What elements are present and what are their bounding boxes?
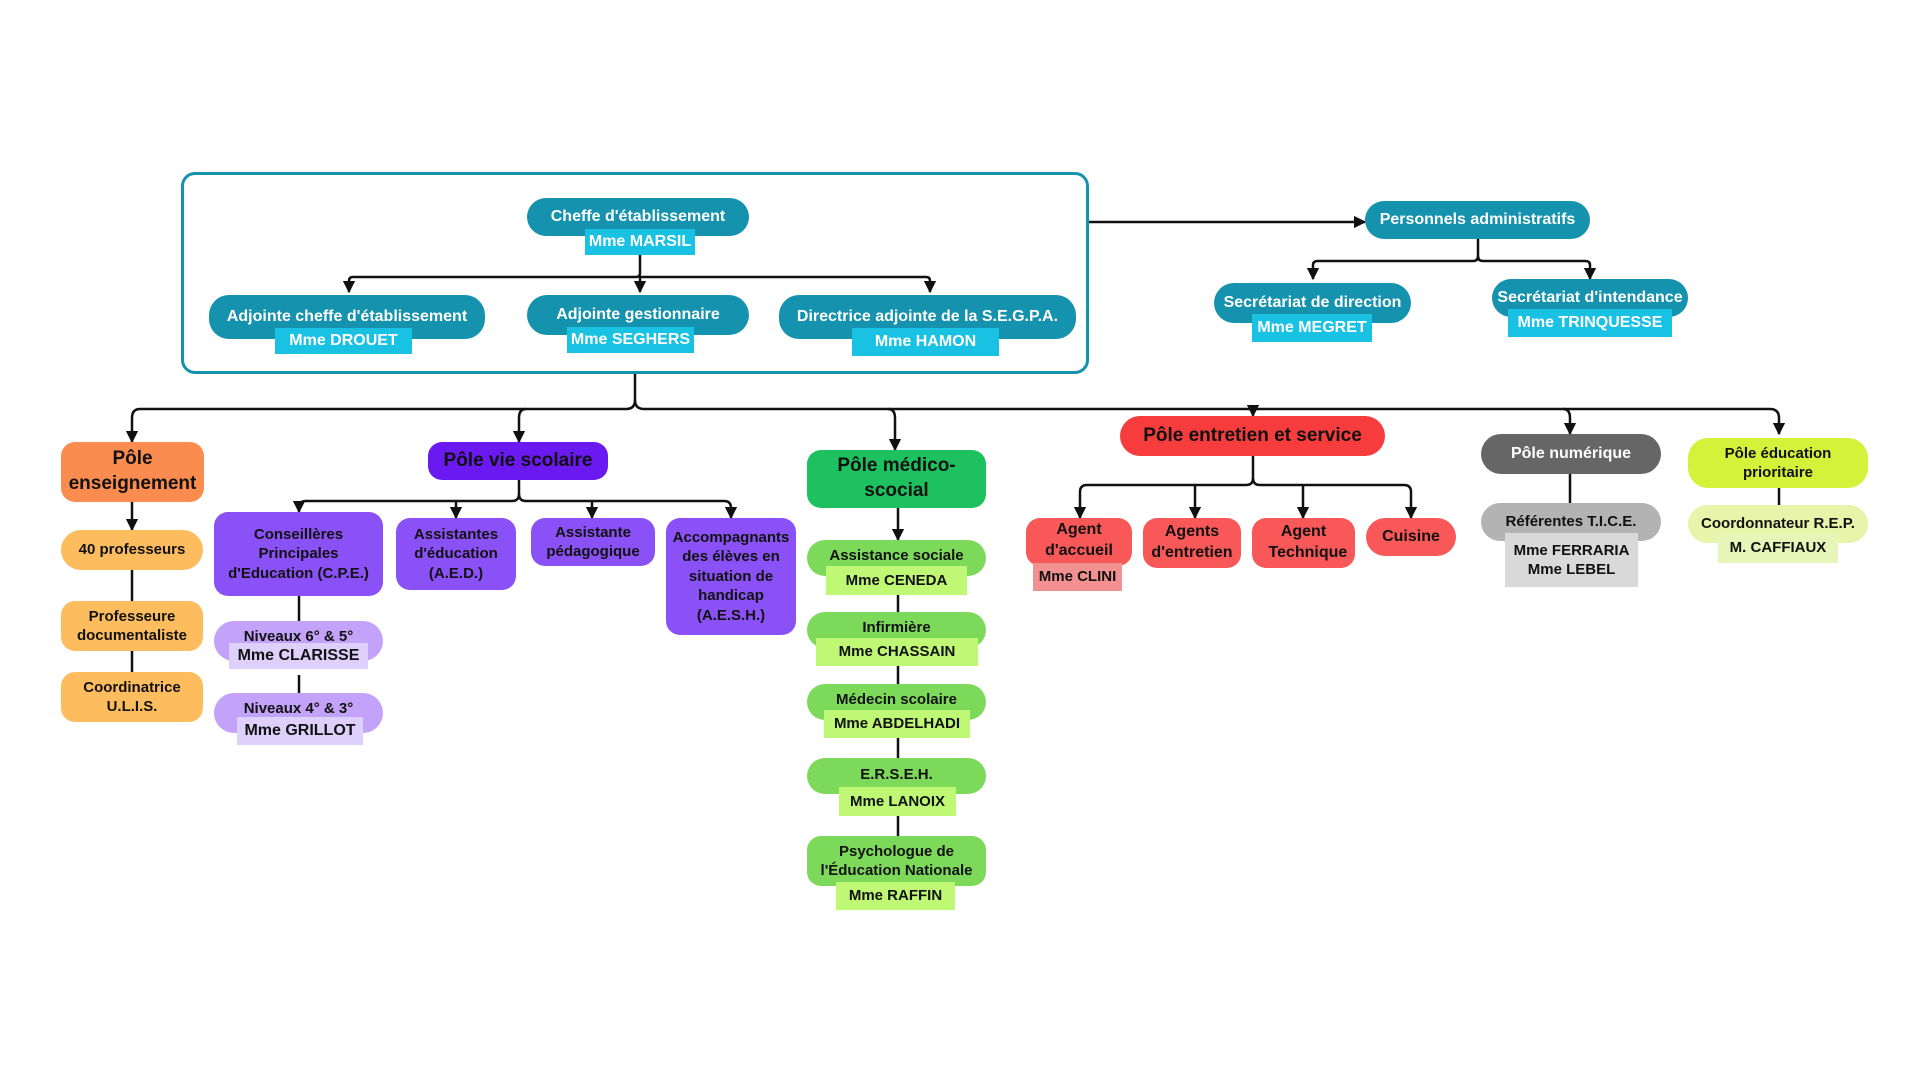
entretien-accueil-name: Mme CLINI (1033, 563, 1122, 591)
enseignement-item-profs: 40 professeurs (61, 530, 203, 570)
enseignement-item-documentaliste: Professeure documentaliste (61, 601, 203, 651)
secretariat-intendance-name: Mme TRINQUESSE (1508, 309, 1672, 337)
link-entretien-bus (1073, 456, 1255, 520)
secretariat-direction-name: Mme MEGRET (1252, 314, 1372, 342)
adjointe-title: Adjointe cheffe d'établissement (226, 307, 468, 325)
entretien-cuisine: Cuisine (1366, 518, 1456, 556)
chef-name: Mme MARSIL (585, 229, 695, 255)
tice-name: Mme FERRARIA (1513, 541, 1630, 559)
enseignement-item-label: Professeure documentaliste (76, 607, 188, 645)
vie-scolaire-pedagogique: Assistante pédagogique (531, 518, 655, 566)
cuisine-label: Cuisine (1382, 527, 1440, 545)
link-chef-adjointes (342, 255, 642, 294)
medico-erseh-name: Mme LANOIX (839, 787, 956, 816)
pedagogique-label: Assistante pédagogique (546, 523, 640, 561)
vie-scolaire-aesh: Accompagnants des élèves en situation de… (666, 518, 796, 635)
pole-numerique-title: Pôle numérique (1510, 444, 1632, 462)
medico-psychologue-name: Mme RAFFIN (836, 882, 955, 910)
agents-entretien-label: Agents d'entretien (1151, 523, 1233, 561)
link-bus-numerique (1562, 407, 1577, 436)
medico-assistance-sociale-name: Mme CENEDA (826, 566, 967, 595)
link-bus-enseignement (125, 399, 637, 444)
link-chef-segpa (640, 275, 937, 294)
technique-label: Agent Technique (1268, 523, 1348, 561)
cpe-label: Conseillères Principales d'Education (C.… (228, 525, 369, 582)
accueil-label: Agent d'accueil (1045, 521, 1113, 559)
niveaux-6-5-name: Mme CLARISSE (229, 643, 368, 669)
medico-infirmiere-name: Mme CHASSAIN (816, 638, 978, 666)
entretien-agents: Agents d'entretien (1143, 518, 1241, 568)
pole-vie-scolaire-title: Pôle vie scolaire (443, 449, 593, 471)
entretien-accueil: Agent d'accueil (1026, 518, 1132, 566)
gestionnaire-name: Mme SEGHERS (567, 327, 694, 353)
medico-medecin-name: Mme ABDELHADI (824, 710, 970, 738)
niveaux-4-3-name: Mme GRILLOT (237, 717, 363, 745)
pole-medico-social: Pôle médico-scocial (807, 450, 986, 508)
rep-label: Coordonnateur R.E.P. (1701, 515, 1855, 533)
link-vie-scolaire-bus (292, 480, 521, 514)
medico-item-label: Assistance sociale (829, 547, 964, 564)
link-bus-vie-scolaire (512, 407, 527, 444)
vie-scolaire-cpe: Conseillères Principales d'Education (C.… (214, 512, 383, 596)
niveaux-label: Niveaux 6° & 5° (243, 628, 354, 645)
pole-prioritaire: Pôle éducation prioritaire (1688, 438, 1868, 488)
pole-prioritaire-title: Pôle éducation prioritaire (1724, 444, 1832, 482)
gestionnaire-title: Adjointe gestionnaire (556, 305, 720, 323)
enseignement-item-label: Coordinatrice U.L.I.S. (83, 678, 181, 716)
segpa-name: Mme HAMON (852, 328, 999, 356)
aesh-label: Accompagnants des élèves en situation de… (672, 528, 790, 624)
medico-psychologue: Psychologue de l'Éducation Nationale (807, 836, 986, 886)
adjointe-name: Mme DROUET (275, 328, 412, 354)
medico-item-label: Infirmière (862, 619, 931, 636)
link-admin-intendance (1476, 255, 1597, 281)
pole-numerique: Pôle numérique (1481, 434, 1661, 474)
direction-frame (181, 172, 1089, 374)
gestionnaire-box: Adjointe gestionnaire (527, 295, 749, 335)
pole-enseignement: Pôle enseignement (61, 442, 204, 502)
enseignement-item-ulis: Coordinatrice U.L.I.S. (61, 672, 203, 722)
secretariat-intendance-title: Secrétariat d'intendance (1497, 288, 1683, 306)
pole-entretien-title: Pôle entretien et service (1143, 424, 1362, 446)
numerique-names: Mme FERRARIA Mme LEBEL (1505, 533, 1638, 587)
medico-item-label: E.R.S.E.H. (860, 766, 933, 783)
link-vie-scolaire-aed (517, 493, 738, 520)
admin-box: Personnels administratifs (1365, 201, 1590, 239)
medico-item-label: Médecin scolaire (836, 691, 957, 708)
pole-enseignement-title: Pôle enseignement (68, 448, 197, 494)
medico-item-label: Psychologue de l'Éducation Nationale (820, 842, 973, 880)
niveaux-label: Niveaux 4° & 3° (243, 700, 354, 717)
pole-entretien: Pôle entretien et service (1120, 416, 1385, 456)
tice-name: Mme LEBEL (1527, 561, 1616, 578)
link-admin-secretariats (1306, 239, 1480, 281)
admin-title: Personnels administratifs (1379, 210, 1576, 228)
tice-label: Référentes T.I.C.E. (1505, 513, 1637, 531)
prioritaire-rep-name: M. CAFFIAUX (1718, 533, 1838, 563)
chef-title: Cheffe d'établissement (550, 207, 726, 225)
pole-medico-title: Pôle médico-scocial (837, 455, 956, 501)
secretariat-direction-title: Secrétariat de direction (1223, 293, 1402, 311)
entretien-technique: Agent Technique (1252, 518, 1355, 568)
segpa-box: Directrice adjointe de la S.E.G.P.A. (779, 295, 1076, 339)
vie-scolaire-aed: Assistantes d'éducation (A.E.D.) (396, 518, 516, 590)
link-entretien-bus-right (1251, 477, 1418, 520)
pole-vie-scolaire: Pôle vie scolaire (428, 442, 608, 480)
link-bus-medico (887, 407, 902, 452)
segpa-title: Directrice adjointe de la S.E.G.P.A. (796, 307, 1059, 325)
enseignement-item-label: 40 professeurs (78, 541, 186, 559)
aed-label: Assistantes d'éducation (A.E.D.) (413, 525, 499, 582)
